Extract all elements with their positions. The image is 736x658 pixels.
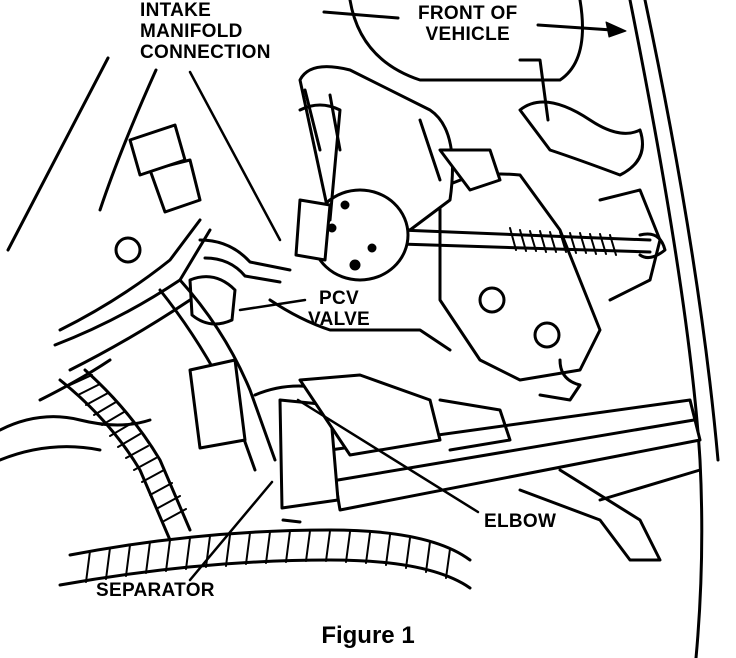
leader-separator: [188, 480, 274, 582]
corrugated-hose-left: [58, 368, 192, 542]
label-front-of-vehicle: FRONT OF VEHICLE: [418, 3, 518, 45]
label-pcv-valve: PCV VALVE: [308, 288, 371, 330]
threaded-rod: [398, 227, 667, 260]
motor-mount: [438, 58, 662, 402]
corrugated-hose-bottom: [58, 528, 472, 590]
pcv-assembly: [158, 238, 512, 524]
fender-outlines: [6, 0, 720, 658]
label-elbow: ELBOW: [484, 511, 557, 532]
figure-caption: Figure 1: [321, 622, 415, 649]
label-intake-manifold-connection: INTAKE MANIFOLD CONNECTION: [140, 0, 271, 63]
leader-elbow: [296, 398, 480, 514]
front-arrow: [322, 10, 627, 38]
leader-intake: [188, 70, 282, 242]
leader-lines: [188, 70, 480, 582]
core-support: [328, 398, 702, 562]
wiring-harness: [0, 123, 212, 462]
label-separator: SEPARATOR: [96, 580, 215, 601]
leader-pcv: [238, 298, 307, 312]
actuator-housing: [294, 65, 502, 282]
